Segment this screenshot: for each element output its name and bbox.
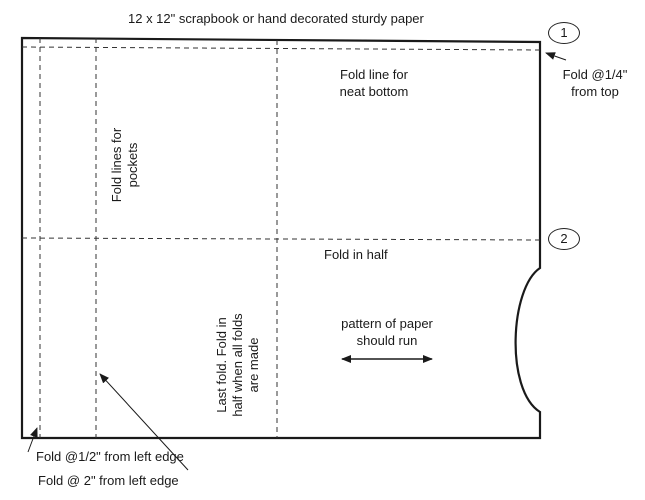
label-neat-bottom-line2: neat bottom	[339, 84, 409, 99]
label-fold-top-line1: Fold @1/4"	[562, 67, 628, 82]
label-fold-top-line2: from top	[571, 84, 619, 99]
label-pockets-line2: pockets	[125, 142, 140, 188]
label-last-fold-line2: half when all folds	[230, 313, 245, 417]
arrow-fold-half-inch	[27, 427, 38, 453]
label-fold-in-half: Fold in half	[324, 247, 388, 262]
fold-line-top	[21, 46, 541, 51]
label-fold-two-inch: Fold @ 2" from left edge	[38, 473, 179, 488]
label-pattern-line2: should run	[356, 333, 418, 348]
label-pockets-line1: Fold lines for	[109, 127, 124, 203]
label-pattern: pattern of paper should run	[326, 315, 448, 349]
label-fold-top: Fold @1/4" from top	[548, 66, 642, 100]
label-neat-bottom: Fold line for neat bottom	[316, 66, 432, 100]
label-pattern-line1: pattern of paper	[341, 316, 433, 331]
label-pockets: Fold lines for pockets	[109, 115, 143, 215]
fold-line-half	[21, 237, 541, 241]
label-neat-bottom-line1: Fold line for	[340, 67, 408, 82]
label-last-fold: Last fold. Fold in half when all folds a…	[214, 300, 264, 430]
paper-outline	[20, 36, 542, 440]
arrow-fold-two-inch	[99, 373, 189, 471]
diagram-title: 12 x 12" scrapbook or hand decorated stu…	[128, 11, 424, 26]
step-two-circle: 2	[548, 228, 580, 250]
label-last-fold-line3: are made	[246, 337, 261, 393]
label-fold-half-inch: Fold @1/2" from left edge	[36, 449, 184, 464]
label-last-fold-line1: Last fold. Fold in	[214, 317, 229, 413]
arrow-fold-top	[545, 52, 567, 61]
step-one-circle: 1	[548, 22, 580, 44]
